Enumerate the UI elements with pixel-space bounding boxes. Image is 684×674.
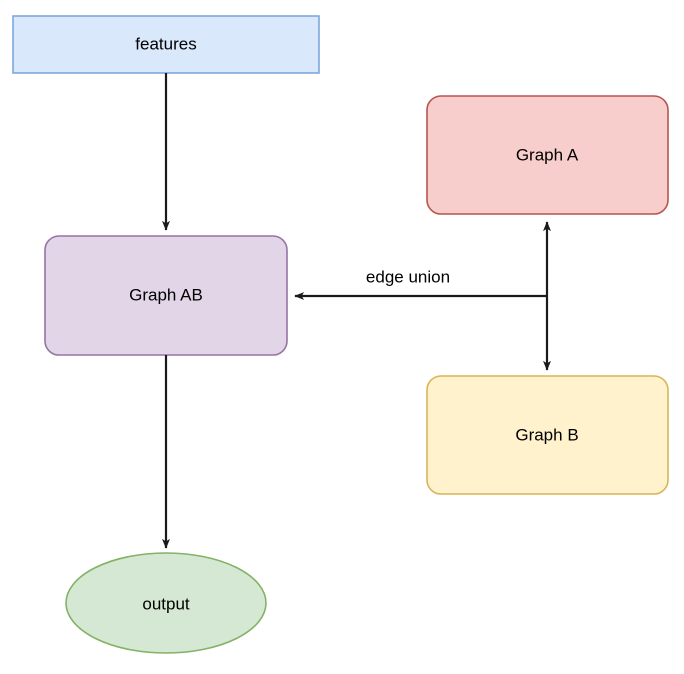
graph-ab-label: Graph AB [129,285,203,304]
node-graph-b[interactable]: Graph B [426,375,669,495]
node-features[interactable]: features [12,15,320,74]
features-box[interactable] [12,15,320,74]
graph-a-box[interactable] [426,95,669,215]
output-ellipse[interactable] [65,552,267,654]
node-output[interactable]: output [65,552,267,654]
graph-b-box[interactable] [426,375,669,495]
graph-a-label: Graph A [516,145,579,164]
output-label: output [142,594,190,613]
features-label: features [135,34,196,53]
graph-b-label: Graph B [515,425,578,444]
node-graph-ab[interactable]: Graph AB [44,235,288,356]
edge-union-label: edge union [366,267,450,286]
node-graph-a[interactable]: Graph A [426,95,669,215]
